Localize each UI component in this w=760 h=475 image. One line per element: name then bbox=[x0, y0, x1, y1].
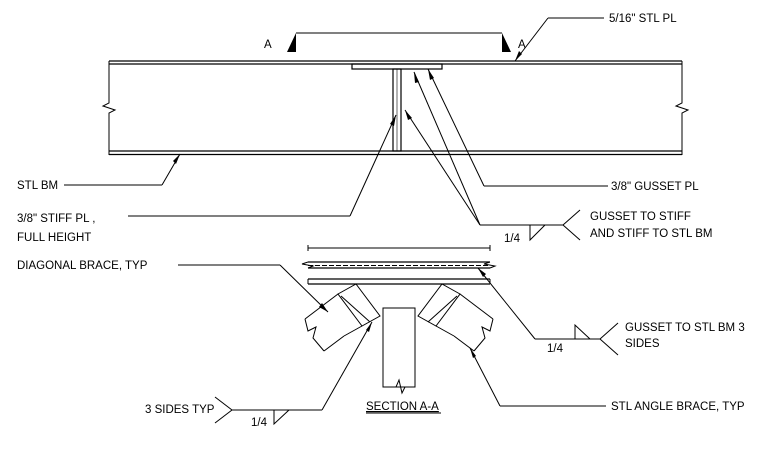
stiffener-label-line1: 3/8" STIFF PL , bbox=[17, 213, 95, 225]
weld3-size: 1/4 bbox=[251, 417, 268, 429]
gusset-label: 3/8" GUSSET PL bbox=[611, 181, 699, 193]
section-stiffener bbox=[382, 307, 416, 395]
beam-right-break bbox=[674, 61, 690, 155]
gusset-plate bbox=[351, 63, 443, 70]
weld1-note-line1: GUSSET TO STIFF bbox=[590, 211, 691, 223]
weld-symbol-gusset-to-stiff bbox=[404, 71, 581, 242]
beam-leader bbox=[64, 153, 181, 186]
left-diagonal-brace bbox=[304, 283, 381, 352]
section-cut-marker: A A bbox=[264, 32, 526, 52]
weld-symbol-gusset-to-beam bbox=[477, 267, 619, 356]
weld3-note: 3 SIDES TYP bbox=[145, 404, 215, 416]
stiffener-plate bbox=[392, 68, 402, 152]
right-diagonal-brace bbox=[417, 283, 494, 352]
elevation-view: A A 5/16" S bbox=[17, 13, 712, 245]
section-mark-right: A bbox=[518, 39, 526, 51]
plate-label: 5/16" STL PL bbox=[609, 13, 677, 25]
angle-brace-label: STL ANGLE BRACE, TYP bbox=[611, 401, 745, 413]
beam-label: STL BM bbox=[17, 180, 58, 192]
beam-left-break bbox=[101, 61, 117, 155]
diagonal-brace-leader bbox=[178, 264, 329, 313]
diagonal-brace-label: DIAGONAL BRACE, TYP bbox=[17, 260, 148, 272]
gusset-leader bbox=[427, 68, 608, 187]
weld2-note-line2: SIDES bbox=[625, 338, 660, 350]
weld2-size: 1/4 bbox=[547, 343, 564, 355]
weld1-note-line2: AND STIFF TO STL BM bbox=[590, 228, 712, 240]
angle-brace-leader bbox=[469, 347, 606, 407]
plate-leader bbox=[514, 17, 604, 62]
weld2-note-line1: GUSSET TO STL BM 3 bbox=[625, 322, 745, 334]
weld-symbol-three-sides bbox=[214, 321, 373, 426]
section-title: SECTION A-A bbox=[366, 401, 439, 413]
stiffener-leader bbox=[128, 114, 397, 217]
stiffener-label-line2: FULL HEIGHT bbox=[17, 232, 91, 244]
section-gusset bbox=[307, 278, 491, 285]
section-top-plate bbox=[301, 245, 497, 269]
section-a-a-view: DIAGONAL BRACE, TYP 1/4 GUSSET TO STL BM… bbox=[17, 245, 745, 429]
weld1-size: 1/4 bbox=[504, 233, 521, 245]
section-mark-left: A bbox=[264, 39, 272, 51]
